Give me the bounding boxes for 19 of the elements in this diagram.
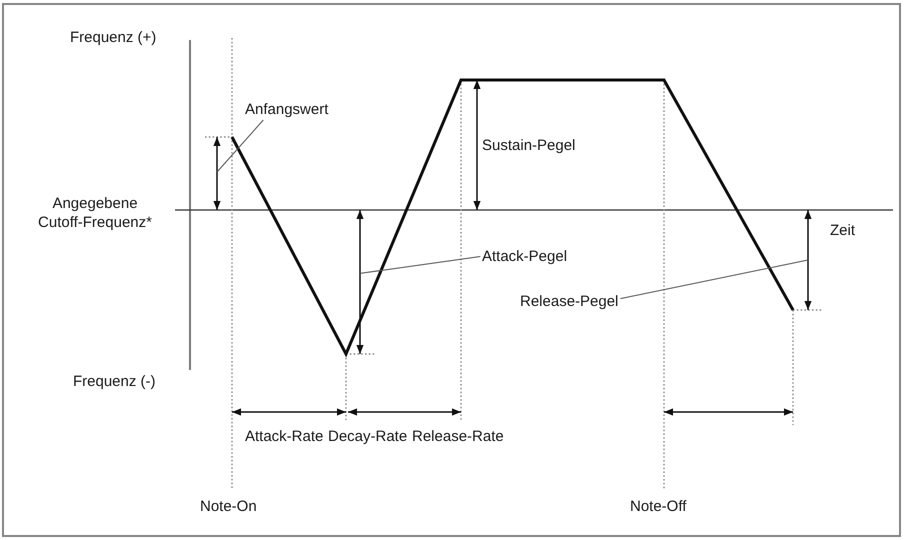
axis-label: Frequenz (-) [73,372,156,391]
dimension-label: Release-Rate [412,427,504,446]
axis-label: Zeit [830,221,856,240]
callout-label: Attack-Pegel [482,247,568,266]
leader-line [620,260,808,300]
axis-label: Frequenz (+) [70,28,156,47]
dimension-label: Attack-Rate [245,427,324,446]
callout-label: Release-Pegel [520,292,618,311]
event-label: Note-On [200,497,257,516]
dimension-line [213,137,221,210]
event-label: Note-Off [630,497,686,516]
leader-line [216,120,264,172]
dimension-line [804,210,812,310]
dimension-line [356,210,364,354]
leader-line [360,256,481,274]
callout-label: Anfangswert [245,100,328,119]
baseline-label: Angegebene Cutoff-Frequenz* [37,194,153,232]
dimension-label: Decay-Rate [328,427,408,446]
dimension-label: Sustain-Pegel [482,136,576,155]
